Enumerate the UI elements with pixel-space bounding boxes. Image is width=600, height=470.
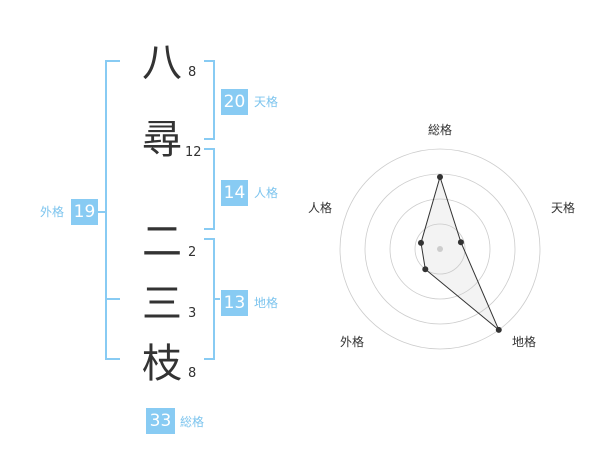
name-char-1-strokes: 8 — [188, 65, 197, 80]
radar-axis-label-jinkaku: 人格 — [308, 201, 333, 215]
radar-axis-label-soukaku: 総格 — [428, 123, 453, 137]
name-char-2: 尋 — [142, 117, 182, 163]
name-char-4-strokes: 3 — [188, 306, 197, 321]
name-char-2-strokes: 12 — [185, 145, 202, 160]
jinkaku-label: 人格 — [254, 186, 279, 200]
jinkaku-bracket — [204, 148, 215, 230]
radar-axis-label-chikaku: 地格 — [512, 335, 537, 349]
radar-point-2 — [457, 239, 464, 246]
name-char-3-strokes: 2 — [188, 245, 197, 260]
gaikaku-label: 外格 — [40, 205, 65, 219]
name-char-4: 三 — [142, 281, 182, 327]
radar-ring — [414, 223, 466, 275]
radar-chart — [339, 148, 541, 350]
tenkaku-label: 天格 — [254, 95, 279, 109]
radar-ring — [389, 198, 491, 300]
name-char-3: 二 — [142, 219, 182, 265]
chikaku-label: 地格 — [254, 296, 279, 310]
soukaku-label: 総格 — [180, 415, 205, 429]
radar-axis-label-tenkaku: 天格 — [551, 201, 576, 215]
radar-axis-label-gaikaku: 外格 — [340, 335, 365, 349]
radar-point-4 — [422, 266, 429, 273]
soukaku-value-badge: 33 — [146, 408, 175, 434]
name-char-5: 枝 — [142, 341, 182, 387]
radar-ring — [339, 148, 541, 350]
name-char-5-strokes: 8 — [188, 366, 197, 381]
gaikaku-bracket — [105, 60, 120, 360]
radar-point-1 — [437, 174, 443, 180]
tenkaku-bracket — [204, 60, 215, 140]
tenkaku-value-badge: 20 — [221, 89, 248, 115]
radar-point-3 — [495, 326, 502, 333]
chikaku-value-badge: 13 — [221, 290, 248, 316]
name-char-1: 八 — [142, 40, 182, 86]
radar-center-dot — [437, 246, 443, 252]
gaikaku-value-badge: 19 — [71, 199, 98, 225]
chikaku-bracket — [204, 238, 215, 360]
radar-point-5 — [417, 239, 424, 246]
radar-series-polygon — [420, 175, 500, 331]
jinkaku-value-badge: 14 — [221, 180, 248, 206]
